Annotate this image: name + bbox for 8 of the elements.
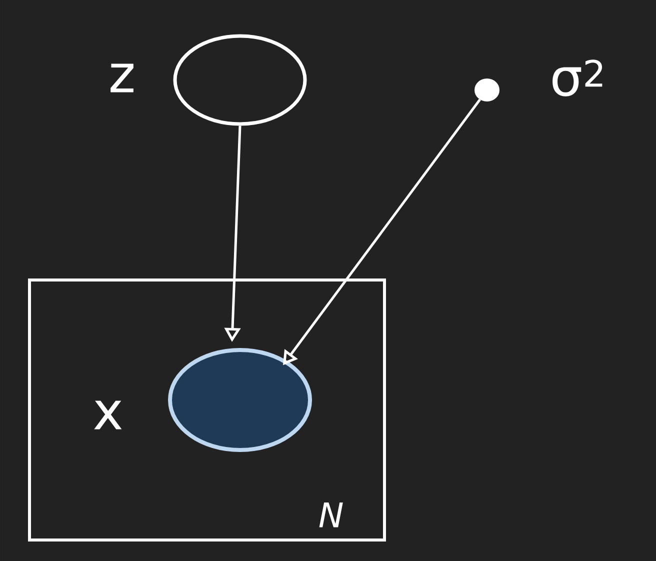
parameter-dot (474, 78, 500, 102)
variable-label: z (110, 64, 134, 92)
observed-variable-circle (168, 348, 312, 452)
plate-label: N (319, 502, 343, 528)
latent-variable-circle (173, 34, 307, 126)
variable-label: x (94, 400, 122, 430)
variable-label: σ$^{2}$ (552, 60, 602, 96)
plate-box (28, 278, 386, 542)
